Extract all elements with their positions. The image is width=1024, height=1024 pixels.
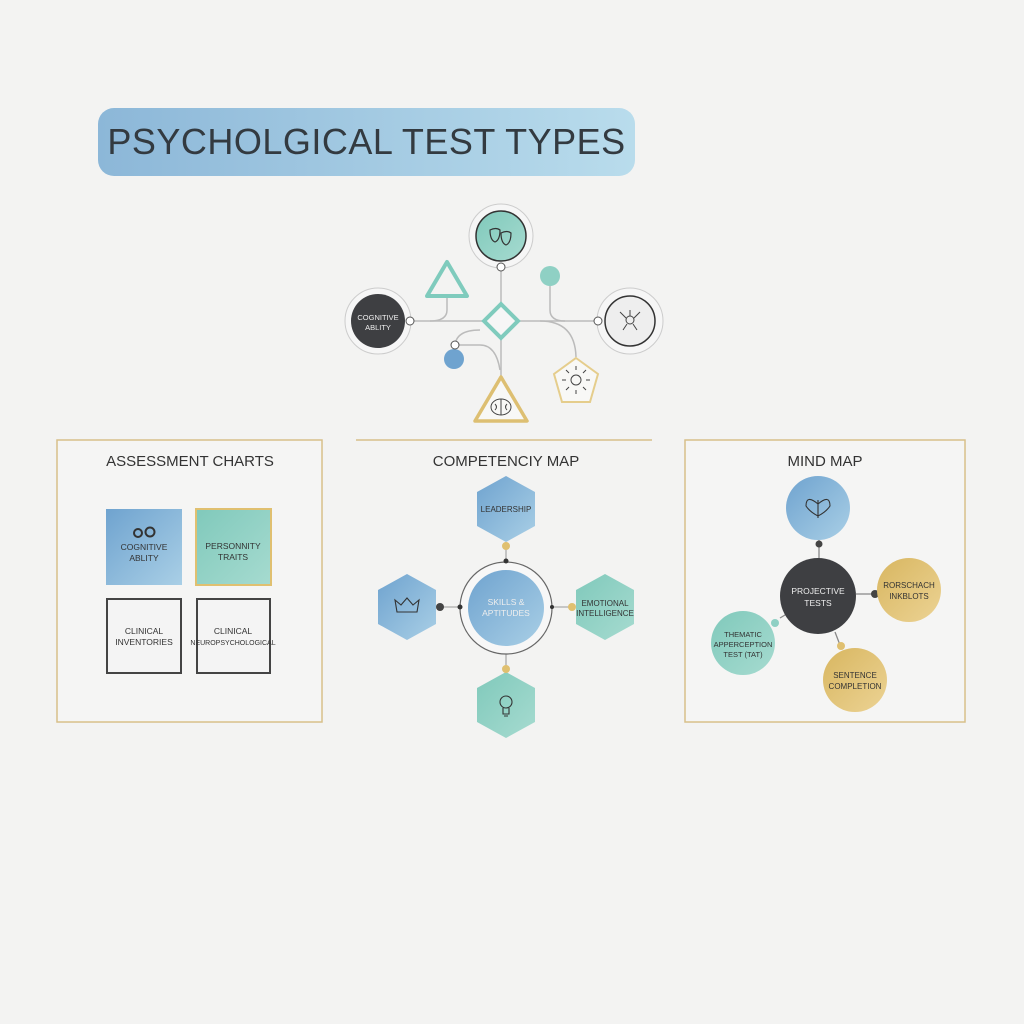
svg-text:EMOTIONAL: EMOTIONAL	[581, 599, 629, 608]
svg-text:NEUROPSYCHOLOGICAL: NEUROPSYCHOLOGICAL	[190, 640, 275, 647]
hex-leadership[interactable]: LEADERSHIP	[477, 476, 535, 542]
hex-crown[interactable]	[378, 574, 436, 640]
competency-panel: COMPETENCIY MAP LEADERSHIP EMOTIONAL INT…	[356, 439, 652, 738]
node-sentence[interactable]: SENTENCE COMPLETION	[823, 648, 887, 712]
competency-heading: COMPETENCIY MAP	[433, 453, 579, 470]
svg-text:INVENTORIES: INVENTORIES	[115, 637, 173, 647]
teal-dot	[540, 266, 560, 286]
node-butterfly[interactable]	[786, 476, 850, 540]
teal-diamond	[481, 301, 521, 341]
svg-text:LEADERSHIP: LEADERSHIP	[481, 505, 532, 514]
sun-node	[552, 356, 600, 403]
svg-text:SKILLS &: SKILLS &	[488, 597, 525, 607]
assessment-panel: ASSESSMENT CHARTS COGNITIVE ABLITY PERSO…	[56, 439, 323, 723]
hex-lightbulb[interactable]	[477, 672, 535, 738]
blue-dot	[444, 349, 464, 369]
svg-text:ABLITY: ABLITY	[129, 553, 159, 563]
card-clinical-inventories[interactable]: CLINICAL INVENTORIES	[106, 598, 182, 674]
sun-icon	[562, 366, 590, 394]
svg-text:CLINICAL: CLINICAL	[214, 626, 253, 636]
crown-icon	[394, 597, 420, 613]
mindmap-panel: MIND MAP PROJECTIVE TESTS RORSCHACH INKB…	[684, 439, 966, 723]
svg-text:COGNITIVE: COGNITIVE	[121, 542, 168, 552]
svg-text:CLINICAL: CLINICAL	[125, 626, 164, 636]
svg-text:COGNITIVE: COGNITIVE	[357, 313, 398, 322]
neuron-icon	[619, 310, 641, 331]
brain-node	[473, 375, 529, 423]
svg-text:TRAITS: TRAITS	[218, 552, 249, 562]
cognitive-node: COGNITIVE ABLITY	[344, 287, 415, 355]
card-cognitive[interactable]: COGNITIVE ABLITY	[106, 509, 182, 585]
svg-text:APPERCEPTION: APPERCEPTION	[714, 640, 773, 649]
card-clinical-neuro[interactable]: CLINICAL NEUROPSYCHOLOGICAL	[190, 598, 276, 674]
title-banner: PSYCHOLGICAL TEST TYPES	[98, 108, 635, 176]
butterfly-icon	[805, 498, 831, 518]
assessment-heading: ASSESSMENT CHARTS	[106, 453, 274, 470]
teal-triangle	[425, 260, 469, 298]
center-skills[interactable]	[468, 570, 544, 646]
brain-icon	[490, 398, 512, 416]
neuron-node	[593, 287, 664, 355]
svg-text:APTITUDES: APTITUDES	[482, 608, 530, 618]
page-title: PSYCHOLGICAL TEST TYPES	[107, 121, 626, 162]
svg-text:TEST (TAT): TEST (TAT)	[723, 650, 763, 659]
svg-text:INKBLOTS: INKBLOTS	[889, 592, 929, 601]
svg-text:SENTENCE: SENTENCE	[833, 671, 877, 680]
masks-node	[468, 203, 534, 272]
lightbulb-icon	[499, 695, 513, 717]
svg-text:PROJECTIVE: PROJECTIVE	[791, 586, 845, 596]
theater-masks-icon	[489, 227, 512, 246]
node-projective[interactable]: PROJECTIVE TESTS	[780, 558, 856, 634]
svg-text:RORSCHACH: RORSCHACH	[883, 581, 935, 590]
node-tat[interactable]: THEMATIC APPERCEPTION TEST (TAT)	[711, 611, 775, 675]
svg-text:INTELLIGENCE: INTELLIGENCE	[576, 609, 634, 618]
gears-icon	[133, 526, 156, 538]
hex-emotional[interactable]: EMOTIONAL INTELLIGENCE	[576, 574, 634, 640]
svg-text:COMPLETION: COMPLETION	[829, 682, 882, 691]
node-rorschach[interactable]: RORSCHACH INKBLOTS	[877, 558, 941, 622]
svg-text:PERSONNITY: PERSONNITY	[205, 541, 261, 551]
card-personality[interactable]: PERSONNITY TRAITS	[195, 508, 272, 586]
mindmap-heading: MIND MAP	[788, 453, 863, 470]
svg-text:ABLITY: ABLITY	[365, 323, 391, 332]
svg-text:TESTS: TESTS	[804, 598, 832, 608]
svg-text:THEMATIC: THEMATIC	[724, 630, 762, 639]
